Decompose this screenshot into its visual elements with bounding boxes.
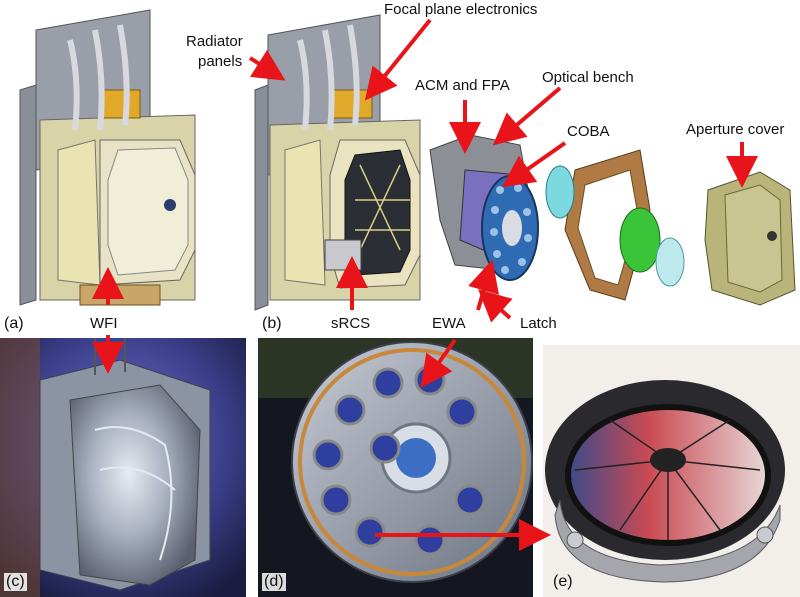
label-radiator-panels-line1: Radiator: [186, 33, 243, 50]
panel-label-e: (e): [553, 573, 573, 590]
label-wfi: WFI: [90, 315, 118, 332]
wfi-photo-c: [0, 338, 246, 597]
label-acm-fpa: ACM and FPA: [415, 77, 510, 94]
annotation-arrows: [92, 18, 758, 551]
label-optical-bench: Optical bench: [542, 69, 634, 86]
arrow-coba: [501, 141, 567, 188]
arrow-ewa-photo: [420, 338, 457, 389]
arrow-optical-bench: [492, 86, 562, 146]
label-srcs: sRCS: [331, 315, 371, 332]
arrow-latch: [478, 289, 513, 323]
filter-element-photo-e: [543, 345, 800, 597]
label-coba: COBA: [567, 123, 610, 140]
arrow-radiator-panels: [248, 49, 286, 81]
label-focal-plane-electronics: Focal plane electronics: [384, 1, 538, 18]
label-aperture-cover: Aperture cover: [686, 121, 785, 138]
arrow-focal-plane-electronics: [364, 18, 432, 101]
panel-label-a: (a): [4, 315, 24, 332]
ewa-photo-d: [258, 338, 533, 597]
panel-label-b: (b): [262, 315, 282, 332]
wfi-cad-model-b: [254, 14, 796, 311]
panel-label-d: (d): [262, 573, 286, 591]
label-ewa: EWA: [432, 315, 466, 332]
arrow-ewa-cad: [468, 259, 499, 311]
label-latch: Latch: [520, 315, 557, 332]
panel-label-c: (c): [4, 573, 27, 591]
label-radiator-panels-line2: panels: [198, 53, 243, 70]
wfi-cad-model-a: [19, 9, 196, 306]
